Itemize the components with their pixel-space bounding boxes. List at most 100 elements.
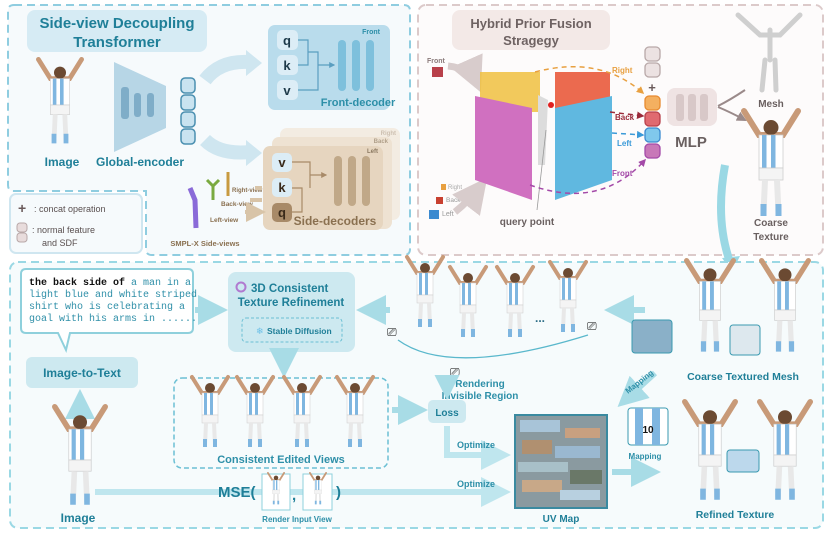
q-token: q [278,205,286,220]
refinement-title: 3D Consistent [251,283,328,295]
camera-arc [397,334,589,359]
legend: + : concat operation : normal feature an… [9,193,143,254]
mse-comma: , [292,487,296,504]
stable-diffusion-box [241,317,343,343]
side-input-right: Right [448,185,462,191]
fusion-title: Hybrid Prior Fusion [470,16,591,31]
flow-arrow-to-refinement [717,164,734,264]
smplx-left-figure [187,187,199,229]
mesh-label: Mesh [758,99,784,110]
feature-tokens [180,77,196,145]
left-view-label: Left-view [210,217,239,224]
camera-icon: ⎚ [387,325,397,339]
v-token: v [283,83,291,98]
front-decoder-label: Front-decoder [321,97,396,109]
image-to-text-box [26,357,138,388]
optimize-label: Optimize [457,440,495,450]
camera-icon: ⎚ [450,365,460,379]
encoder-panel: Side-view Decoupling Transformer Image G… [7,4,411,256]
uv-map-label: UV Map [543,514,580,525]
q-token: q [283,33,291,48]
arrow-label-right: Right [612,66,633,75]
concat-icon: + [18,200,26,216]
arrow-label-left: Left [617,139,632,148]
side-decoders: Right Back Left v k q Side-decoders [263,128,400,230]
front-input-label: Front [427,58,446,65]
mlp-label: MLP [675,134,707,151]
loss-label: Loss [435,408,459,419]
camera-icon: ⎚ [587,319,597,333]
coarse-texture-label-line2: Texture [753,232,789,243]
encoder-title: Side-view Decoupling [39,15,194,32]
edited-views-label: Consistent Edited Views [217,454,345,466]
caption-bubble [20,268,194,354]
side-view-right: Right [381,131,396,137]
query-point-label: query point [500,217,555,228]
query-point-marker [548,102,554,108]
right-view-label: Right-view [232,188,263,194]
optimize-label: Optimize [457,479,495,489]
render-input-view-label: Render Input View [262,515,332,524]
coarse-zoom-patch [729,324,761,356]
front-normal-thumb [432,67,443,77]
body-mesh [538,95,548,165]
fusion-title-line2: Stragegy [503,33,559,48]
mse-label: MSE( [218,484,256,501]
stable-diffusion-label: Stable Diffusion [267,326,332,336]
arrow-label-back: Back [615,113,635,122]
refinement-panel: the back side of a man in a light blue a… [9,255,824,529]
side-view-left: Left [367,149,378,155]
coarse-texture-label: Coarse [754,218,788,229]
legend-feature-line2: and SDF [42,238,78,248]
arrow-label-front: Front [612,169,633,178]
ellipsis: ... [535,311,545,325]
legend-feature: : normal feature [32,225,95,235]
image-label: Image [61,511,96,525]
coarse-zoom-patch [631,319,673,354]
front-decoder: Front q k v Front-decoder [268,25,396,110]
jersey-number: 10 [642,425,654,436]
mapping-label: Mapping [629,452,662,461]
legend-concat: : concat operation [34,204,106,214]
rendering-label: Rendering [455,379,504,390]
back-view-label: Back-view [221,201,254,208]
arrow-to-front-decoder [199,54,251,85]
global-encoder-label: Global-encoder [96,155,184,169]
smplx-back-figure [205,178,221,200]
concat-plus: + [648,80,656,95]
side-decoders-label: Side-decoders [294,214,377,228]
side-view-back: Back [374,139,389,145]
texture-refinement-box [228,272,355,352]
caption-line: shirt who is celebrating a [29,301,185,313]
fusion-panel: Hybrid Prior Fusion Stragegy Front Right… [417,4,824,256]
k-token: k [283,58,291,73]
image-label: Image [45,155,80,169]
loss-box [428,400,466,423]
smplx-side-views: Right-view Back-view Left-view SMPL-X Si… [170,172,262,248]
side-input-back: Back [446,197,461,204]
mesh-output [735,12,803,93]
side-input-left: Left [442,211,454,218]
v-token: v [278,155,286,170]
refined-texture-label: Refined Texture [696,509,775,521]
edited-views-box [173,377,389,469]
front-plane [475,96,532,200]
image-to-text-label: Image-to-Text [43,366,121,380]
caption-text: the back side of a man in a [29,277,191,289]
uv-map [514,414,608,509]
k-token: k [278,180,286,195]
coarse-mesh-label: Coarse Textured Mesh [687,371,799,383]
left-plane [555,96,612,200]
encoder-title-box [27,10,207,52]
refined-zoom-patch [726,449,760,473]
caption-line: goal with his arms in ...... [29,313,197,325]
snowflake-icon: ❄ [256,326,264,336]
front-view-label: Front [362,29,381,36]
arrow-to-side-decoders [200,134,251,160]
rendering-label-line2: Invisible Region [442,391,519,402]
refinement-logo-icon [235,281,247,293]
smplx-label: SMPL-X Side-views [170,239,239,248]
refinement-title-line2: Texture Refinement [238,297,345,309]
fused-feature-stack: + [644,46,661,159]
